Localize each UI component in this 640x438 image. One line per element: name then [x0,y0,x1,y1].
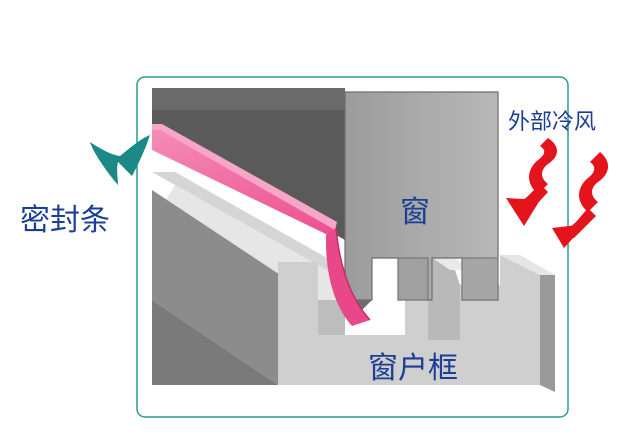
frame-right-rail-side [540,275,555,392]
seal-strip-curve [325,228,370,326]
label-outside-cold-air: 外部冷风 [508,110,596,135]
frame-left-top [152,172,352,272]
frame-front-face [152,190,318,385]
frame-middle-ridge-top [428,255,472,270]
frame-front-face-lower [152,300,278,385]
seal-strip-top [152,128,335,236]
diagram-border [136,76,569,418]
seal-strip-top-edge [152,124,337,230]
wavy-red-arrow-icon [506,138,557,226]
back-wall-upper [152,88,345,110]
seal-strip-curve-edge [335,227,371,321]
wavy-red-arrow-icon-2 [552,152,609,248]
label-window-frame: 窗户框 [368,351,458,386]
frame-middle-ridge [428,255,460,340]
frame-u-inner [318,300,345,335]
curved-arrow-icon [90,135,150,185]
label-window: 窗 [400,195,430,230]
window-tongue-left [397,257,429,301]
label-seal-strip: 密封条 [20,203,110,238]
frame-right-rail-top [500,255,555,275]
window-tongue-right [461,257,499,301]
